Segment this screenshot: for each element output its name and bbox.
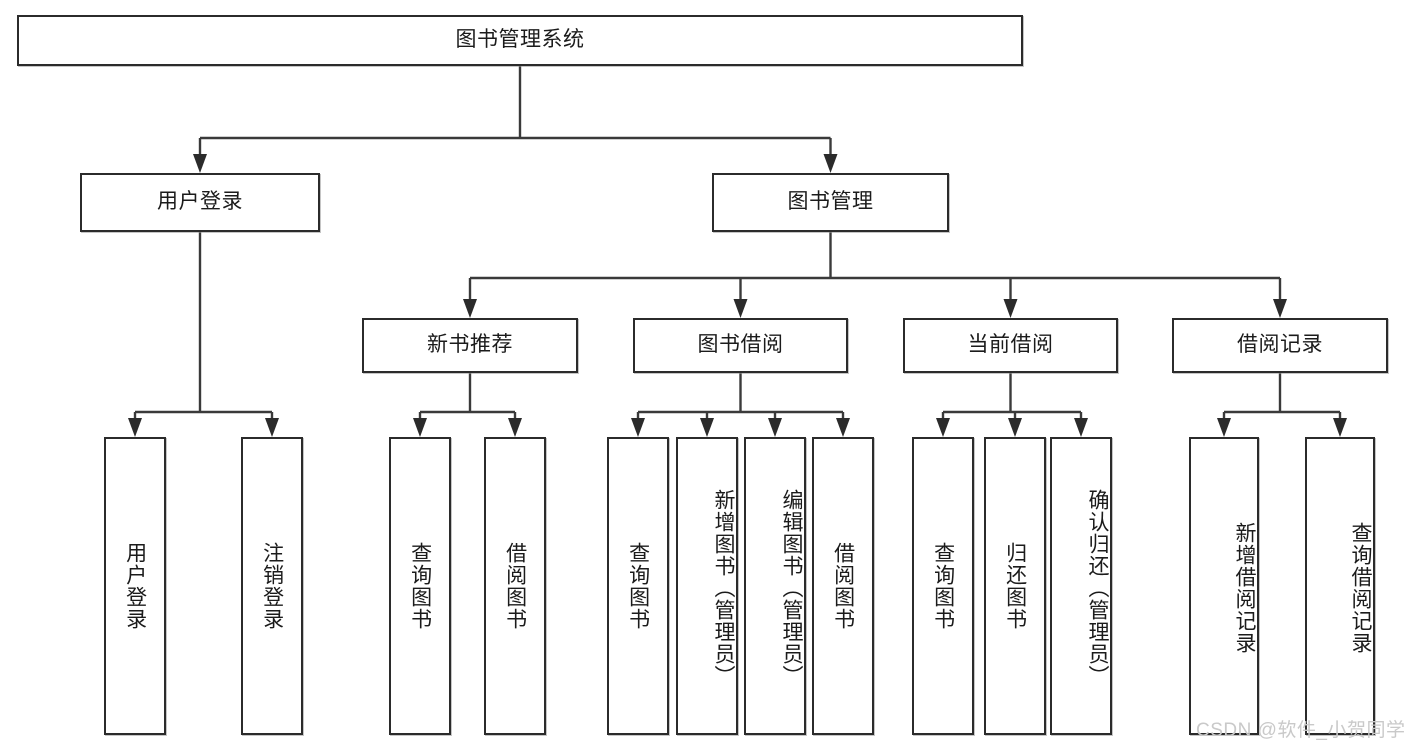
node-leaf-query-book-2[interactable]: 查询图书 (607, 437, 669, 735)
node-label: 借阅图书 (503, 542, 527, 630)
node-leaf-user-login[interactable]: 用户登录 (104, 437, 166, 735)
node-label: 图书管理 (787, 190, 874, 214)
node-leaf-confirm-return[interactable]: 确认归还（管理员） (1050, 437, 1112, 735)
node-root[interactable]: 图书管理系统 (17, 15, 1023, 66)
node-label: 借阅记录 (1237, 333, 1323, 357)
connector-arrowhead (836, 418, 850, 437)
node-leaf-logout[interactable]: 注销登录 (241, 437, 303, 735)
connector-arrowhead (768, 418, 782, 437)
connector-arrowhead (700, 418, 714, 437)
connector-arrowhead (631, 418, 645, 437)
node-l3-current-borrow[interactable]: 当前借阅 (903, 318, 1118, 373)
node-label: 图书管理系统 (455, 28, 585, 52)
connector-arrowhead (936, 418, 950, 437)
connector-arrowhead (265, 418, 279, 437)
node-label: 借阅图书 (831, 542, 855, 630)
csdn-watermark: CSDN @软件_小贺同学 (1196, 720, 1405, 741)
node-label: 查询借阅记录 (1349, 522, 1372, 654)
connector-arrowhead (463, 299, 477, 318)
node-label: 注销登录 (260, 542, 284, 630)
node-leaf-return-book[interactable]: 归还图书 (984, 437, 1046, 735)
node-label: 新增图书（管理员） (712, 489, 735, 687)
node-l3-new-book-rec[interactable]: 新书推荐 (362, 318, 578, 373)
node-label: 归还图书 (1003, 542, 1027, 630)
node-label: 查询图书 (931, 542, 955, 630)
connector-arrowhead (1008, 418, 1022, 437)
node-leaf-add-book[interactable]: 新增图书（管理员） (676, 437, 738, 735)
node-label: 用户登录 (157, 190, 243, 214)
connector-arrowhead (413, 418, 427, 437)
node-label: 用户登录 (123, 542, 147, 630)
node-l3-book-borrow[interactable]: 图书借阅 (633, 318, 848, 373)
connector-arrowhead (1003, 299, 1018, 318)
node-label: 新书推荐 (427, 333, 513, 357)
node-l2-book-manage[interactable]: 图书管理 (712, 173, 949, 232)
node-label: 查询图书 (408, 542, 432, 630)
connector-arrowhead (823, 154, 838, 173)
node-leaf-query-book-1[interactable]: 查询图书 (389, 437, 451, 735)
node-l2-user-login[interactable]: 用户登录 (80, 173, 320, 232)
node-leaf-query-book-3[interactable]: 查询图书 (912, 437, 974, 735)
connector-arrowhead (1074, 418, 1088, 437)
node-label: 当前借阅 (967, 333, 1054, 357)
connector-arrowhead (1333, 418, 1347, 437)
node-leaf-borrow-book-2[interactable]: 借阅图书 (812, 437, 874, 735)
node-label: 新增借阅记录 (1233, 522, 1256, 654)
connector-arrowhead (1217, 418, 1231, 437)
node-leaf-borrow-book-1[interactable]: 借阅图书 (484, 437, 546, 735)
connector-arrowhead (193, 154, 207, 173)
node-label: 编辑图书（管理员） (780, 489, 803, 687)
node-label: 确认归还（管理员） (1086, 489, 1109, 687)
node-l3-borrow-record[interactable]: 借阅记录 (1172, 318, 1388, 373)
connector-arrowhead (1273, 299, 1287, 318)
node-leaf-query-record[interactable]: 查询借阅记录 (1305, 437, 1375, 735)
connector-arrowhead (733, 299, 748, 318)
node-label: 图书借阅 (697, 333, 784, 357)
node-leaf-add-record[interactable]: 新增借阅记录 (1189, 437, 1259, 735)
node-label: 查询图书 (626, 542, 650, 630)
node-leaf-edit-book[interactable]: 编辑图书（管理员） (744, 437, 806, 735)
connector-arrowhead (128, 418, 142, 437)
connector-arrowhead (508, 418, 522, 437)
